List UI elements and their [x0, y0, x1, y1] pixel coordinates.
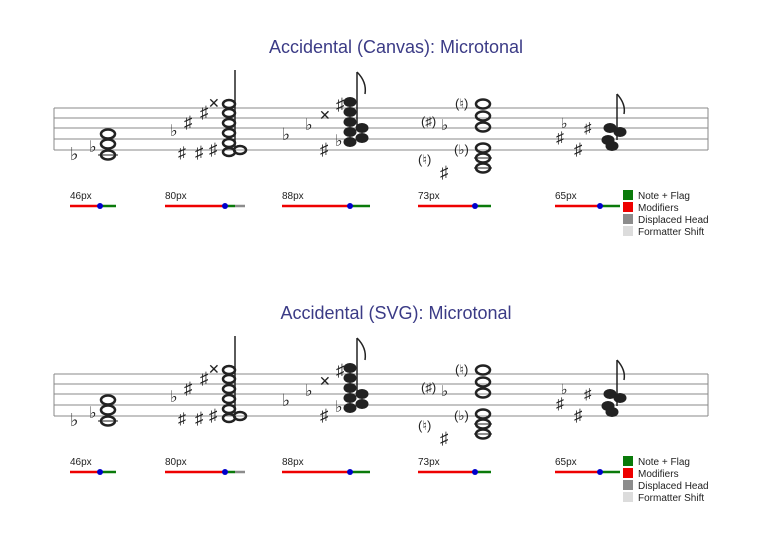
svg-text:♭: ♭: [282, 125, 290, 144]
svg-text:♯: ♯: [336, 95, 345, 114]
svg-text:♭: ♭: [335, 133, 343, 150]
chord-5: ♯ ♯ ♯ ♭: [556, 93, 627, 159]
svg-text:♯: ♯: [574, 406, 583, 425]
width-label: 46px: [70, 457, 92, 468]
svg-text:(♭): (♭): [454, 408, 469, 423]
svg-text:♭: ♭: [335, 399, 343, 416]
svg-text:♯: ♯: [440, 163, 449, 182]
panel-canvas: Accidental (Canvas): Microtonal ♭ ♭: [0, 0, 772, 270]
svg-text:(♭): (♭): [454, 142, 469, 157]
legend-label: Formatter Shift: [638, 227, 704, 238]
svg-text:♯: ♯: [200, 369, 209, 388]
panel-title: Accidental (Canvas): Microtonal: [268, 37, 524, 57]
score-canvas: ♭ ♭ ♭ ♯ ♯ ✕ ♯ ♯ ♯: [53, 70, 709, 238]
width-label: 80px: [165, 191, 187, 202]
staff: [53, 107, 709, 151]
svg-text:(♯): (♯): [421, 380, 436, 395]
svg-text:♯: ♯: [200, 103, 209, 122]
legend-label: Note + Flag: [638, 457, 690, 468]
svg-text:♭: ♭: [89, 405, 97, 422]
svg-text:♯: ♯: [556, 396, 564, 413]
svg-text:♯: ♯: [178, 145, 186, 162]
legend-label: Displaced Head: [638, 215, 709, 226]
width-label: 73px: [418, 457, 440, 468]
width-label: 88px: [282, 191, 304, 202]
svg-text:✕: ✕: [208, 361, 220, 377]
svg-text:✕: ✕: [319, 373, 331, 389]
svg-text:♭: ♭: [170, 389, 178, 406]
svg-text:(♮): (♮): [418, 418, 431, 433]
svg-text:♭: ♭: [170, 123, 178, 140]
chord-5: ♯ ♯ ♯ ♭: [556, 359, 627, 425]
svg-text:♭: ♭: [561, 115, 568, 131]
svg-text:♭: ♭: [70, 144, 79, 164]
svg-text:♯: ♯: [195, 143, 204, 162]
score-svg: ♭ ♭ ♭ ♯ ♯ ✕ ♯ ♯ ♯: [53, 336, 709, 504]
svg-text:(♮): (♮): [455, 96, 468, 111]
svg-text:(♮): (♮): [455, 362, 468, 377]
svg-text:♭: ♭: [282, 391, 290, 410]
svg-text:♯: ♯: [195, 409, 204, 428]
width-label: 88px: [282, 457, 304, 468]
width-label: 65px: [555, 191, 577, 202]
width-label: 46px: [70, 191, 92, 202]
legend-label: Formatter Shift: [638, 493, 704, 504]
svg-text:♯: ♯: [184, 379, 193, 398]
staff: [53, 373, 709, 417]
svg-text:♯: ♯: [184, 113, 193, 132]
svg-text:♯: ♯: [574, 140, 583, 159]
svg-text:♯: ♯: [320, 406, 329, 425]
chord-3: ♭ ♭ ✕ ♯ ♯ ♭: [282, 71, 369, 159]
svg-text:♭: ♭: [441, 383, 448, 400]
svg-text:♭: ♭: [89, 139, 97, 156]
svg-text:✕: ✕: [319, 107, 331, 123]
legend-label: Modifiers: [638, 203, 679, 214]
svg-text:♭: ♭: [70, 410, 79, 430]
panel-title: Accidental (SVG): Microtonal: [280, 303, 512, 323]
chord-2: ♭ ♯ ♯ ✕ ♯ ♯ ♯: [170, 336, 248, 428]
svg-text:(♮): (♮): [418, 152, 431, 167]
svg-text:♯: ♯: [320, 140, 329, 159]
svg-text:♭: ♭: [305, 117, 313, 134]
chord-4: (♮) (♯) ♭ (♭) (♮) ♯: [418, 96, 492, 182]
svg-text:✕: ✕: [208, 95, 220, 111]
svg-text:♯: ♯: [556, 130, 564, 147]
svg-text:♭: ♭: [305, 383, 313, 400]
svg-text:♭: ♭: [441, 117, 448, 134]
svg-text:♯: ♯: [336, 361, 345, 380]
width-label: 80px: [165, 457, 187, 468]
svg-text:♯: ♯: [584, 386, 592, 403]
legend-label: Modifiers: [638, 469, 679, 480]
svg-text:♯: ♯: [209, 140, 218, 159]
legend: Note + Flag Modifiers Displaced Head For…: [623, 190, 709, 238]
width-indicators: 46px 80px 88px 73px 65px: [70, 457, 620, 475]
width-indicators: 46px 80px 88px 73px 65px: [70, 191, 620, 209]
legend-label: Note + Flag: [638, 191, 690, 202]
svg-text:(♯): (♯): [421, 114, 436, 129]
legend: Note + Flag Modifiers Displaced Head For…: [623, 456, 709, 504]
panel-svg: Accidental (SVG): Microtonal ♭ ♭: [0, 266, 772, 543]
chord-1: ♭ ♭: [70, 394, 118, 430]
chord-2: ♭ ♯ ♯ ✕ ♯ ♯ ♯: [170, 70, 248, 162]
svg-text:♯: ♯: [178, 411, 186, 428]
chord-3: ♭ ♭ ✕ ♯ ♯ ♭: [282, 337, 369, 425]
width-label: 73px: [418, 191, 440, 202]
svg-text:♯: ♯: [584, 120, 592, 137]
svg-text:♭: ♭: [561, 381, 568, 397]
svg-text:♯: ♯: [209, 406, 218, 425]
svg-text:♯: ♯: [440, 429, 449, 448]
width-label: 65px: [555, 457, 577, 468]
legend-label: Displaced Head: [638, 481, 709, 492]
chord-4: (♮) (♯) ♭ (♭) (♮) ♯: [418, 362, 492, 448]
chord-1: ♭ ♭: [70, 128, 118, 164]
